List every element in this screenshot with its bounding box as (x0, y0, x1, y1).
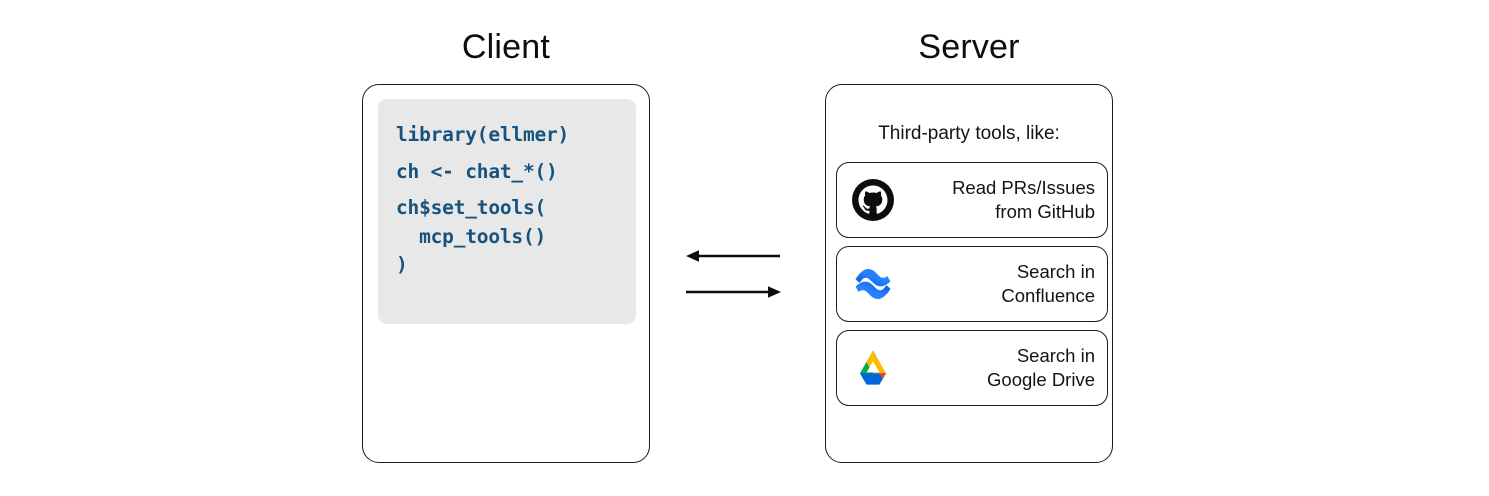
confluence-icon (849, 260, 897, 308)
tool-card-label: Read PRs/Issues from GitHub (952, 176, 1095, 222)
code-line: ) (396, 253, 408, 276)
tool-list: Read PRs/Issues from GitHub (836, 162, 1108, 406)
tool-card-label: Search in Confluence (1001, 260, 1095, 306)
tool-card-github[interactable]: Read PRs/Issues from GitHub (836, 162, 1108, 238)
google-drive-icon (849, 344, 897, 392)
server-column-title: Server (918, 28, 1020, 66)
arrows-svg (686, 250, 781, 298)
code-line: mcp_tools() (396, 224, 547, 248)
server-tools-heading: Third-party tools, like: (878, 123, 1060, 144)
arrow-server-to-client (686, 250, 780, 262)
tool-card-google-drive[interactable]: Search in Google Drive (836, 330, 1108, 406)
code-line: ch <- chat_*() (396, 159, 558, 183)
code-line: ch$set_tools( (396, 196, 547, 219)
client-panel: library(ellmer) ch <- chat_*() ch$set_to… (362, 84, 650, 463)
github-icon (849, 176, 897, 224)
client-column-title: Client (461, 28, 551, 66)
tool-card-confluence[interactable]: Search in Confluence (836, 246, 1108, 322)
arrow-client-to-server (686, 286, 781, 298)
code-block: library(ellmer) ch <- chat_*() ch$set_to… (378, 99, 636, 324)
server-panel: Third-party tools, like: Read PRs/Issues… (825, 84, 1113, 463)
tool-card-label: Search in Google Drive (987, 344, 1095, 390)
arrow-group (680, 240, 790, 302)
code-line: library(ellmer) (396, 123, 570, 146)
